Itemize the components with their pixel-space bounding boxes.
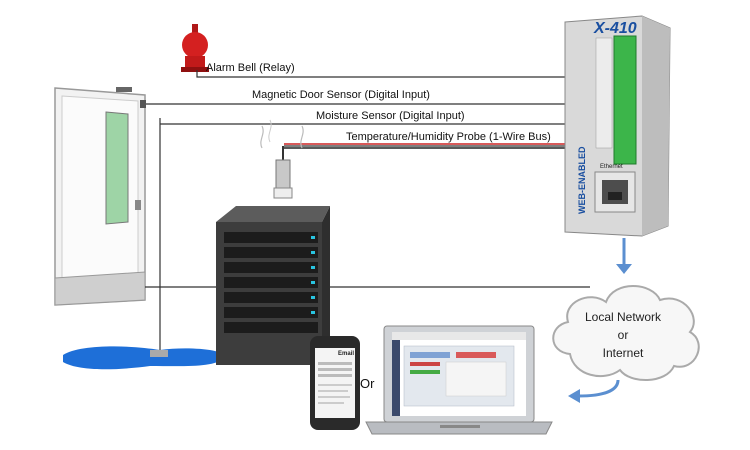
alarm-wire <box>196 70 630 78</box>
cloud-line-3: Internet <box>602 346 644 360</box>
temp-probe-label: Temperature/Humidity Probe (1-Wire Bus) <box>346 131 551 143</box>
or-label: Or <box>360 376 375 391</box>
moisture-wire <box>159 118 630 352</box>
arrow-device-to-cloud <box>616 238 632 274</box>
x410-device-icon <box>564 15 671 237</box>
cloud-icon <box>552 285 700 382</box>
ethernet-label: Ethernet <box>600 164 623 170</box>
door-sensor-label: Magnetic Door Sensor (Digital Input) <box>252 89 430 101</box>
cloud-line-2: or <box>617 328 629 342</box>
laptop-icon <box>365 325 553 435</box>
device-brand: X-410 <box>594 20 637 37</box>
alarm-bell-icon <box>181 24 209 72</box>
cloud-line-1: Local Network <box>584 310 662 324</box>
water-puddle-icon <box>63 346 225 370</box>
moisture-sensor-label: Moisture Sensor (Digital Input) <box>316 110 465 122</box>
door-icon <box>54 87 146 306</box>
device-side-text: WEB-ENABLED <box>577 146 587 215</box>
alarm-bell-label: Alarm Bell (Relay) <box>206 62 295 74</box>
smartphone-icon <box>310 336 360 430</box>
arrow-cloud-to-laptop <box>568 379 620 403</box>
probe-icon <box>260 119 304 199</box>
phone-email-title: Email <box>338 351 355 357</box>
server-rack-icon <box>216 206 330 365</box>
